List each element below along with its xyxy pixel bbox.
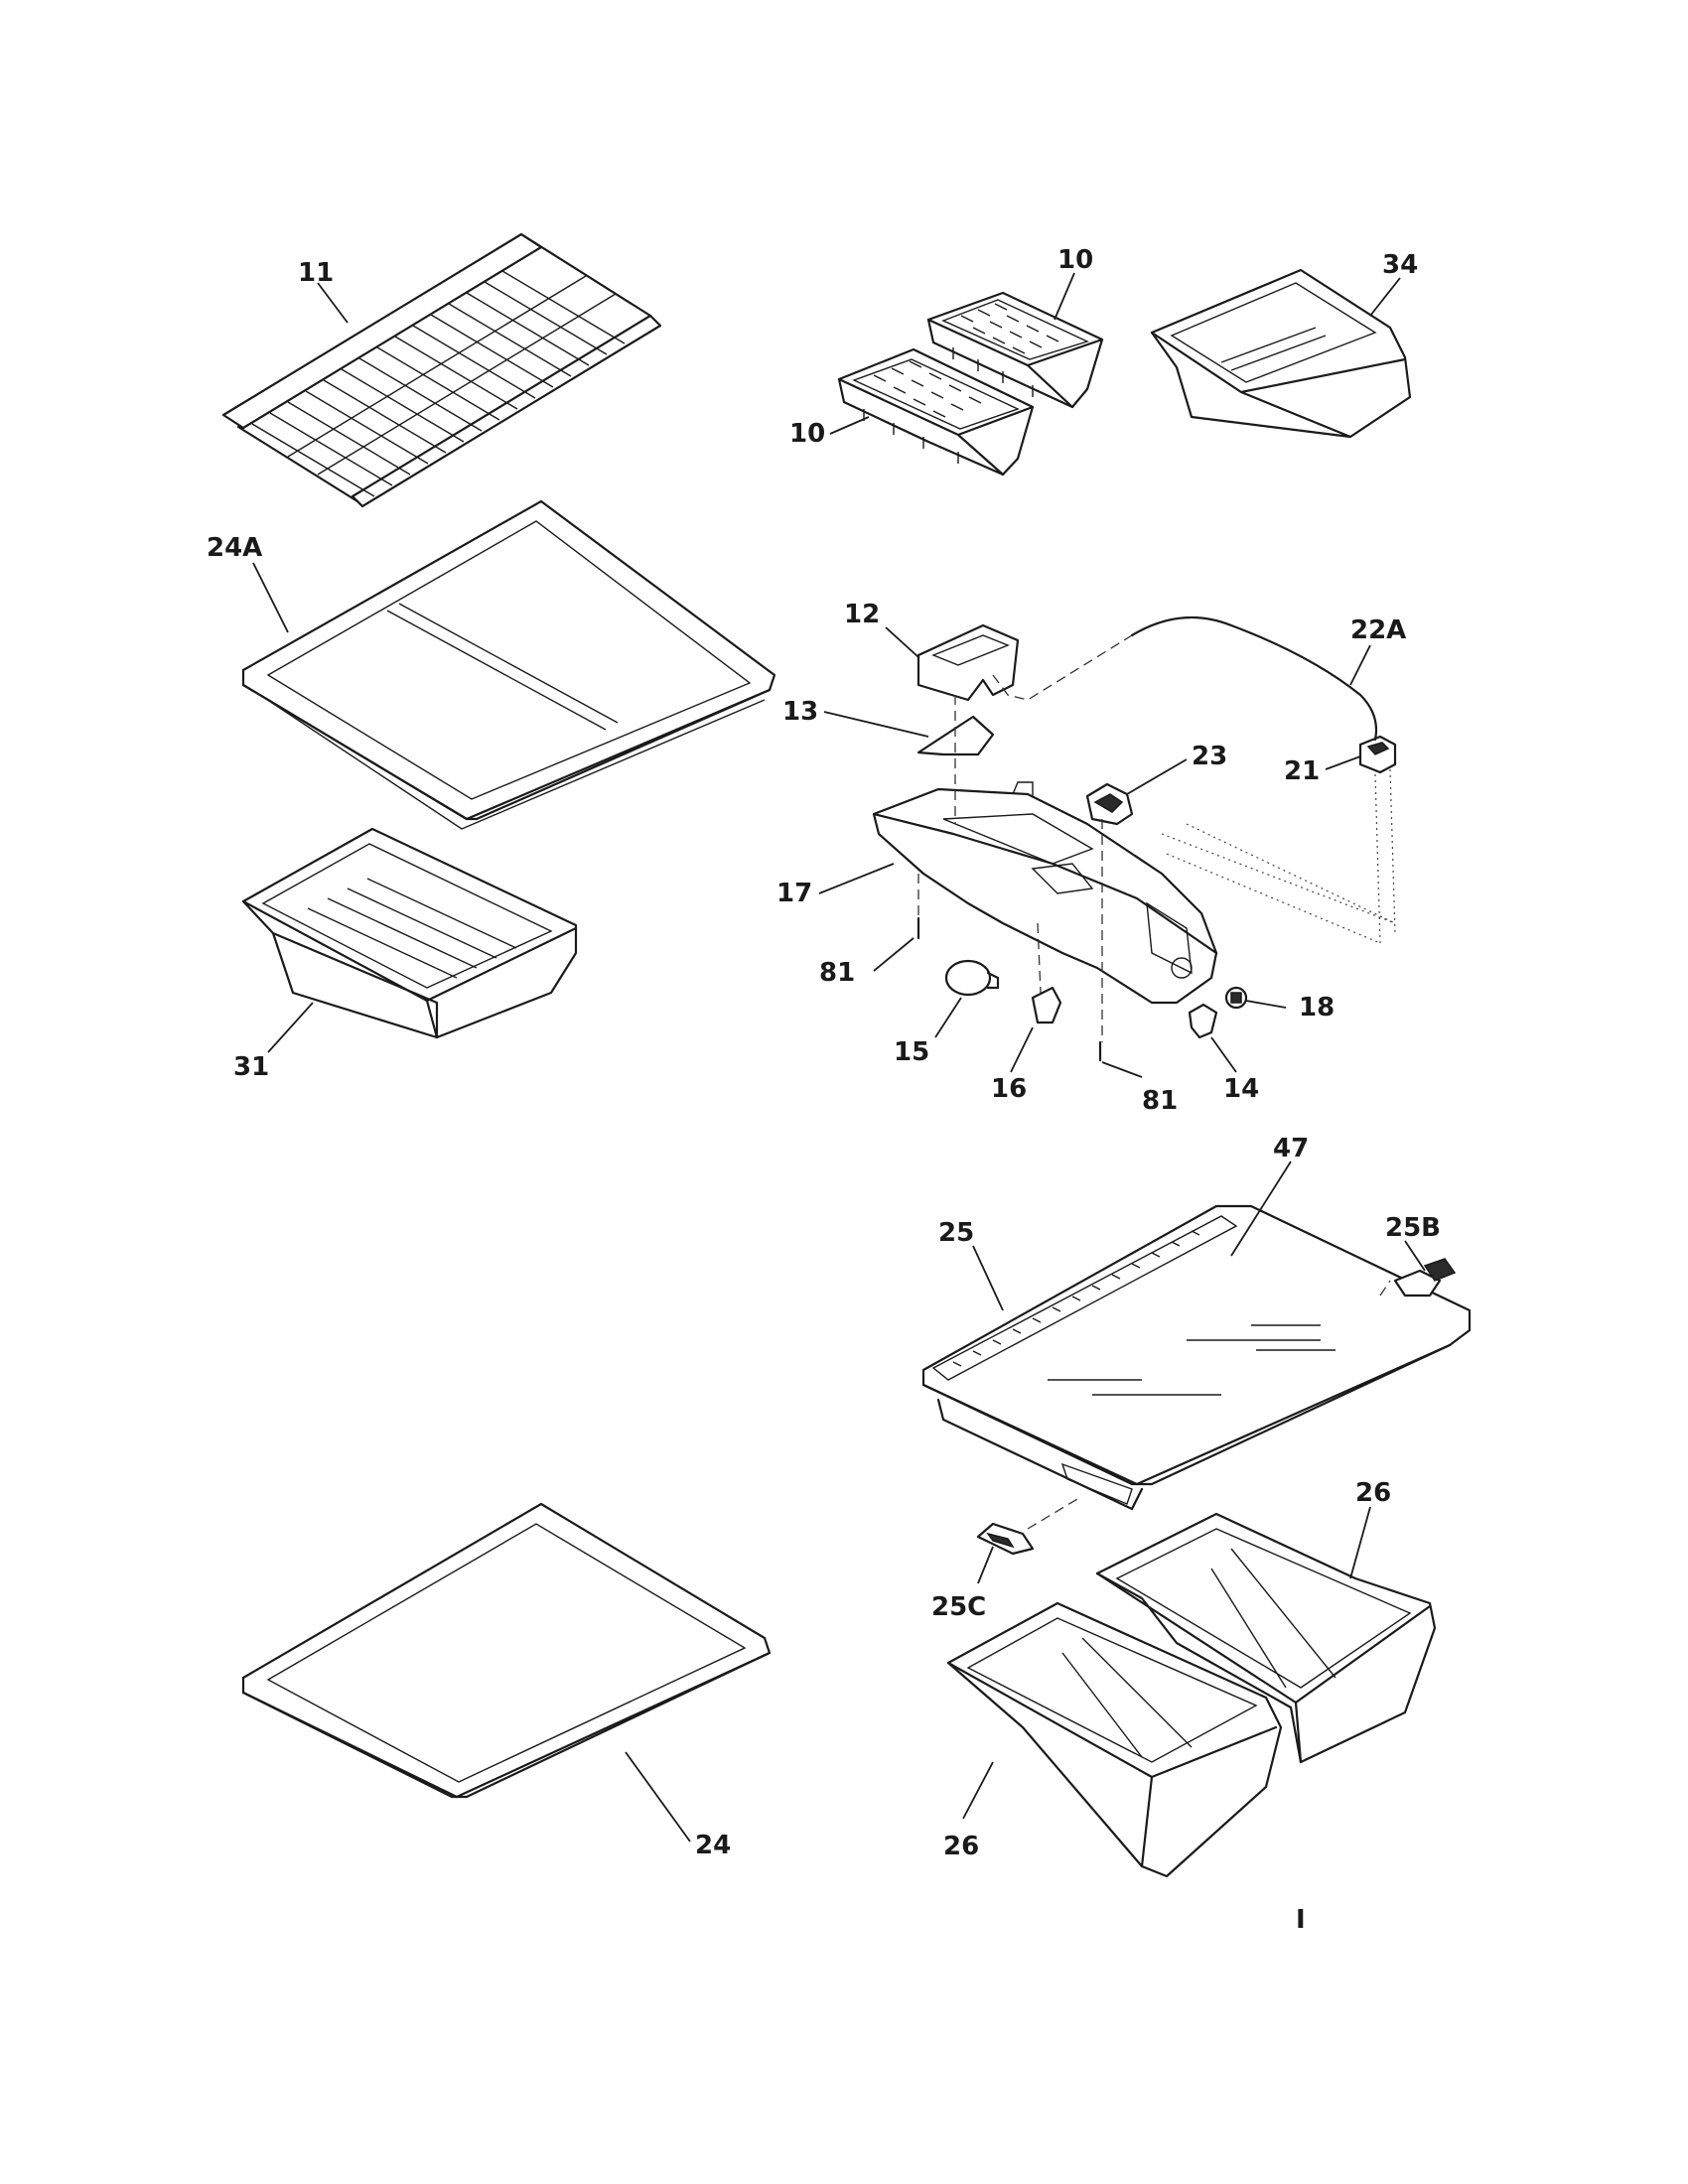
callout-labels: 11 10 10 34 24A 12 22A 13 23 21 17 81 18…: [207, 245, 1441, 1935]
control-housing-part-17: [872, 781, 1218, 1005]
sensor-part-21: [1358, 735, 1397, 774]
crisper-drawer-part-26-front: [946, 1601, 1283, 1878]
callout-25: 25: [938, 1218, 974, 1248]
lamp-socket-part-16: [1031, 986, 1062, 1024]
callout-10-front: 10: [789, 419, 825, 449]
capillary-tube-part-22A: [1130, 615, 1378, 742]
pan-part-31: [241, 827, 578, 1039]
callout-18: 18: [1299, 993, 1335, 1023]
wire-shelf-part-11: [221, 232, 662, 508]
glass-shelf-part-24: [241, 1502, 772, 1799]
page-mark: I: [1296, 1905, 1306, 1935]
switch-part-14: [1188, 1003, 1218, 1039]
callout-22A: 22A: [1350, 615, 1406, 645]
callout-25B: 25B: [1385, 1213, 1441, 1243]
callout-31: 31: [233, 1052, 269, 1082]
callout-13: 13: [782, 697, 818, 727]
callout-23: 23: [1192, 742, 1227, 771]
callout-21: 21: [1284, 756, 1320, 786]
control-part-23: [1085, 782, 1134, 826]
crisper-drawer-part-26-rear: [1095, 1512, 1437, 1764]
callout-10-top: 10: [1057, 245, 1093, 275]
ice-tray-part-10-rear: [926, 291, 1104, 409]
callout-11: 11: [298, 258, 334, 288]
capillary-route: [992, 634, 1133, 701]
glass-insert-part-47: [1048, 1324, 1336, 1396]
callout-14: 14: [1223, 1074, 1259, 1104]
sensor-guide-lines: [1161, 768, 1396, 944]
callout-17: 17: [776, 879, 812, 908]
ice-tray-part-10-front: [837, 347, 1035, 477]
glass-shelf-part-24A: [241, 499, 776, 830]
callout-47: 47: [1273, 1134, 1309, 1163]
callout-16: 16: [991, 1074, 1027, 1104]
callout-15: 15: [894, 1037, 929, 1067]
hinge-part-25C: [976, 1498, 1078, 1556]
crisper-cover-part-25: [921, 1204, 1472, 1511]
ice-bucket-part-12: [916, 623, 1020, 702]
bin-part-34: [1150, 268, 1412, 439]
callout-26-front: 26: [943, 1832, 979, 1861]
callout-12: 12: [844, 600, 880, 629]
light-bulb-part-15: [944, 959, 1000, 997]
leader-lines: [252, 272, 1426, 1843]
assembly-guides-upper: [917, 695, 1103, 1042]
callout-25C: 25C: [931, 1592, 986, 1622]
callout-81-left: 81: [819, 958, 855, 988]
callout-34: 34: [1382, 250, 1418, 280]
callout-24: 24: [695, 1831, 731, 1860]
callout-81-right: 81: [1142, 1086, 1178, 1116]
callout-26-rear: 26: [1355, 1478, 1391, 1508]
hinge-part-25B: [1379, 1258, 1457, 1297]
knob-part-18: [1224, 986, 1248, 1010]
callout-24A: 24A: [207, 533, 262, 563]
